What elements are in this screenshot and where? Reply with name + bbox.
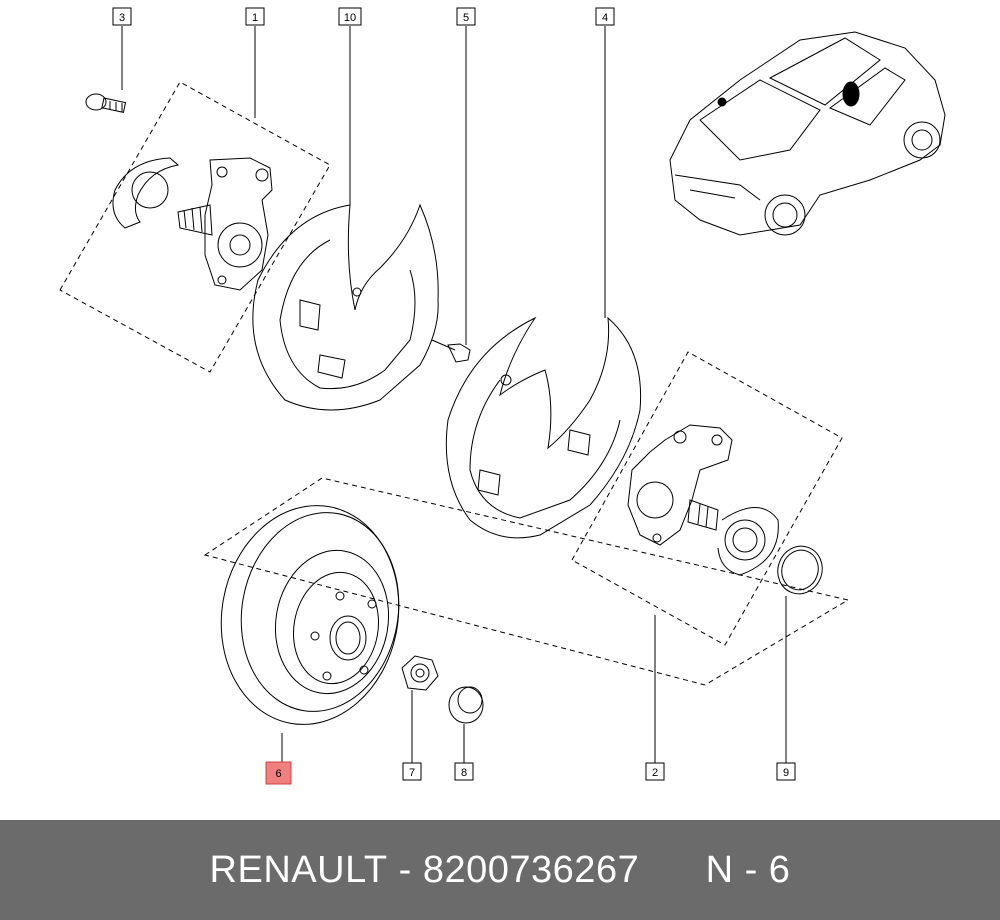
callout-7: 7 [402, 762, 422, 781]
callout-8: 8 [454, 762, 474, 781]
backing-plate-part-4 [445, 316, 642, 539]
callout-4: 4 [595, 7, 615, 26]
callout-6-highlighted: 6 [265, 761, 292, 785]
wheel-carrier-part-1 [112, 157, 273, 291]
callout-2: 2 [645, 762, 665, 781]
brake-disc-part-6 [220, 505, 400, 725]
svg-text:7: 7 [409, 767, 415, 779]
car-illustration [669, 31, 946, 236]
callout-5: 5 [456, 7, 476, 26]
wheel-carrier-part-2 [627, 424, 779, 576]
circlip-part-9 [777, 545, 823, 595]
svg-text:3: 3 [119, 12, 125, 24]
brand-name: RENAULT [209, 848, 388, 891]
footer-gap [639, 849, 705, 892]
svg-text:6: 6 [275, 768, 281, 780]
exploded-parts-diagram: 3 1 10 5 4 6 7 8 2 9 [59, 7, 946, 785]
svg-text:1: 1 [252, 12, 258, 24]
svg-text:8: 8 [461, 767, 467, 779]
svg-text:2: 2 [652, 767, 658, 779]
svg-text:10: 10 [344, 12, 356, 24]
callout-3: 3 [112, 7, 132, 26]
callout-1: 1 [245, 7, 265, 26]
rivet-part-5 [431, 339, 471, 363]
callout-9: 9 [776, 762, 796, 781]
cap-part-8 [448, 686, 484, 724]
nut-part-7 [401, 655, 439, 691]
bolt-part-3 [85, 93, 127, 113]
part-info-footer: RENAULT - 8200736267 N - 6 [0, 820, 1000, 920]
separator: - [387, 848, 423, 891]
assembly-box-2 [203, 477, 850, 686]
assembly-box-2b [571, 351, 843, 646]
svg-text:5: 5 [463, 12, 469, 24]
svg-text:4: 4 [602, 12, 608, 24]
part-number: 8200736267 [422, 848, 640, 891]
position-label: N - 6 [705, 848, 791, 891]
backing-plate-part-10 [252, 203, 439, 411]
assembly-box-1 [59, 81, 331, 373]
svg-text:9: 9 [783, 767, 789, 779]
callout-10: 10 [338, 7, 362, 26]
